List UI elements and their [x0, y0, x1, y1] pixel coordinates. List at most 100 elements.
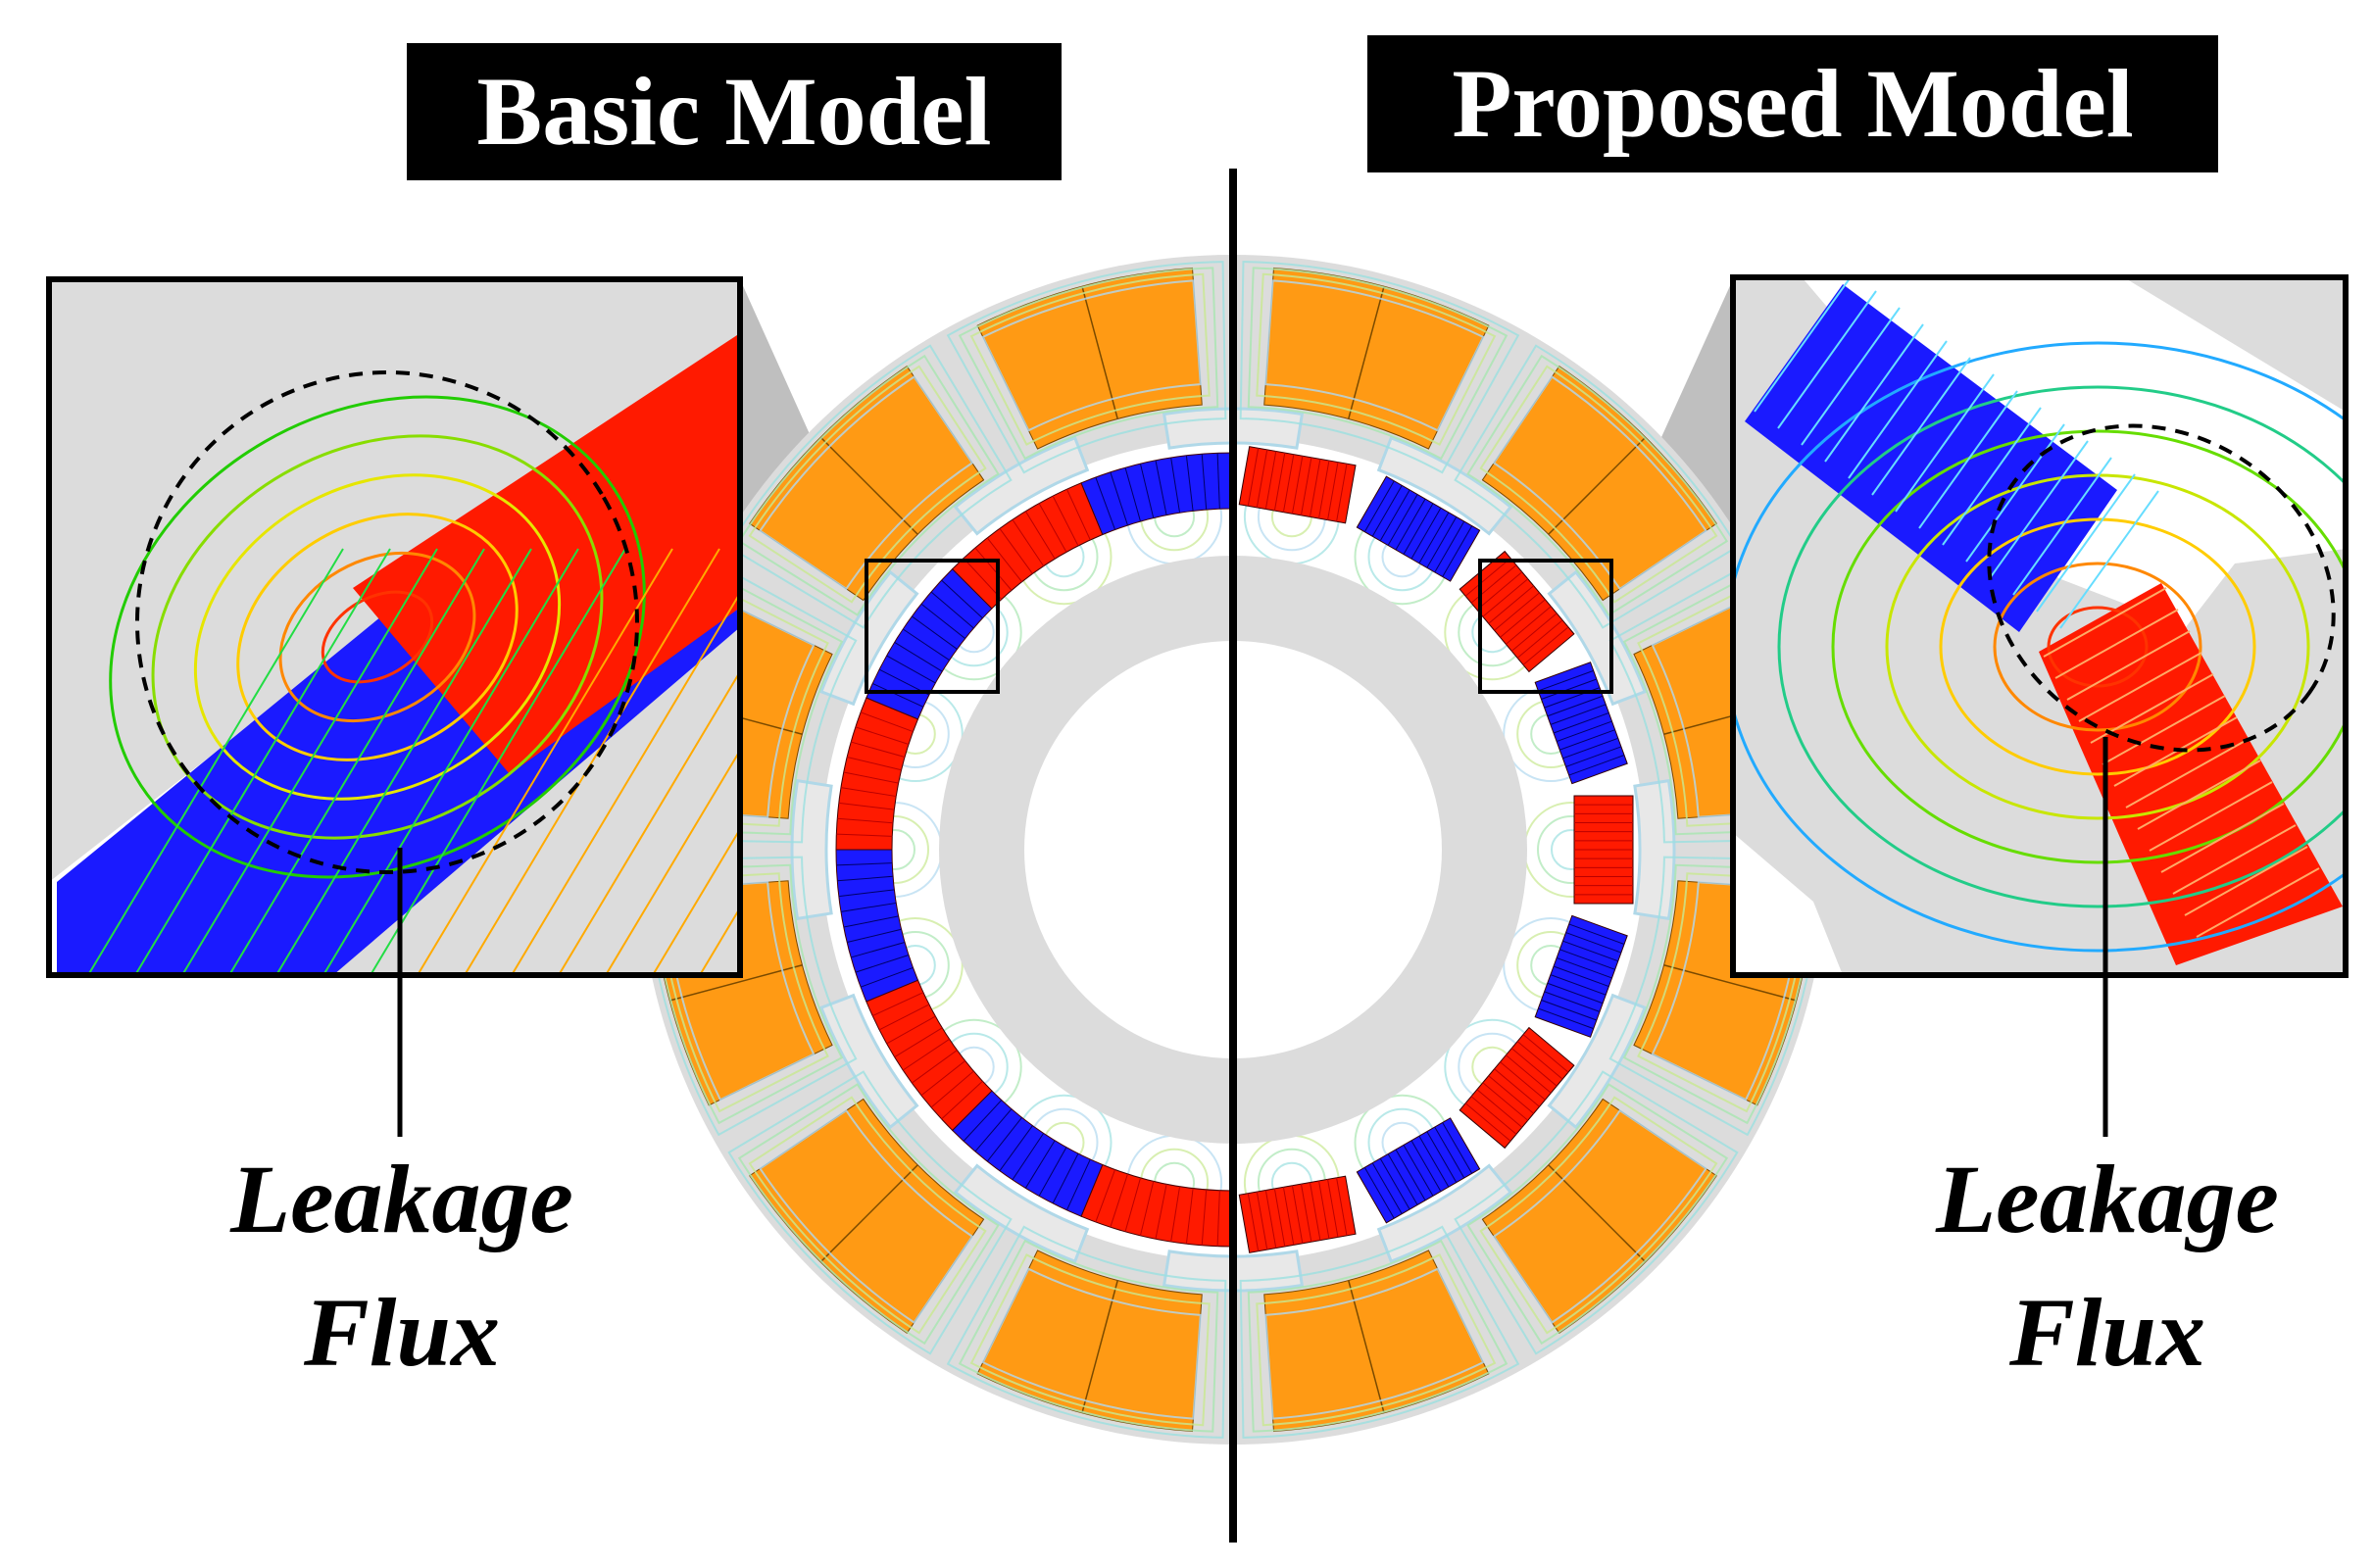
magnet-hatch	[1282, 1187, 1295, 1246]
magnet-flux-line	[2137, 760, 2261, 830]
magnet-hatch	[1506, 1054, 1552, 1094]
magnet-flux-line	[2184, 846, 2308, 916]
stator-tooth-tip	[1547, 993, 1648, 1130]
magnet-hatch	[1559, 729, 1615, 751]
magnet-flux-line	[417, 548, 673, 975]
stator-tooth-tip	[1633, 778, 1676, 921]
flux-contour	[981, 1267, 1202, 1420]
magnet-flux-line	[2196, 867, 2320, 938]
magnet-hatch	[1410, 507, 1442, 560]
leakage-flux-contour	[2047, 606, 2149, 688]
magnet-hatch	[1418, 512, 1450, 564]
magnet-hatch	[1273, 1188, 1286, 1248]
magnet-hatch	[1216, 453, 1220, 510]
magnet-hatch	[1300, 1184, 1312, 1243]
leakage-flux-contour	[1831, 429, 2346, 864]
magnet-flux-line	[511, 591, 740, 975]
magnet-hatch	[930, 591, 974, 629]
flux-contour	[737, 354, 1000, 616]
leakage-flux-region-left	[135, 370, 639, 874]
magnet-flux-line	[2160, 803, 2285, 873]
magnet-hatch	[963, 558, 1003, 600]
magnet-hatch	[1442, 525, 1473, 577]
magnet-hatch	[836, 862, 893, 866]
magnet-hatch	[1403, 503, 1434, 555]
magnet-hatch	[1516, 619, 1563, 659]
coil-divider	[819, 1164, 918, 1263]
magnet-hatch	[1565, 746, 1622, 767]
magnet-flux-line	[2113, 716, 2238, 787]
magnet-hatch	[1309, 1182, 1321, 1241]
flux-contour	[981, 279, 1202, 432]
magnet-flux-line	[2078, 652, 2202, 722]
flux-contour	[1454, 1070, 1739, 1355]
magnet-hatch	[1562, 940, 1618, 962]
magnet-flux-line	[275, 548, 532, 975]
magnet-hatch	[1170, 457, 1181, 514]
flux-contour	[727, 344, 1013, 629]
coil-divider	[1548, 1164, 1647, 1263]
magnet-hatch	[1110, 471, 1128, 526]
magnet-hatch	[1264, 451, 1277, 510]
magnet-hatch	[1327, 1179, 1339, 1238]
magnet-hatch	[837, 875, 894, 882]
magnet-hatch	[1291, 1185, 1304, 1244]
magnet-hatch	[1024, 511, 1056, 560]
magnet-hatch	[1434, 1126, 1465, 1179]
magnet-hatch	[963, 1100, 1003, 1142]
magnet-flux-line	[2149, 781, 2273, 852]
magnet-hatch	[1256, 449, 1268, 509]
magnet-hatch	[1500, 599, 1546, 638]
flux-contour	[759, 375, 974, 591]
magnet-hatch	[1556, 956, 1612, 979]
flux-contour	[946, 261, 1227, 474]
magnet-hatch	[902, 1038, 950, 1071]
magnet-hatch	[1559, 949, 1615, 970]
magnet-flux-line	[652, 827, 740, 975]
magnet-flux-line	[2172, 824, 2297, 895]
stator-tooth-tip	[953, 435, 1090, 536]
magnet-hatch	[912, 615, 958, 650]
magnet-hatch	[1247, 1193, 1260, 1251]
magnet-hatch	[1516, 1041, 1563, 1080]
magnet-flux-line	[464, 548, 720, 975]
magnet-hatch	[886, 1015, 936, 1045]
magnet-hatch	[847, 756, 902, 771]
magnet-flux-line	[1824, 323, 1924, 463]
magnet-hatch	[1282, 454, 1295, 513]
magnet-hatch	[1327, 462, 1339, 520]
stator-tooth-tip	[1376, 1163, 1513, 1264]
magnet-flux-line	[2036, 473, 2136, 612]
flux-contour	[759, 1108, 974, 1324]
magnet-hatch	[1012, 1133, 1045, 1181]
magnet-flux-line	[1848, 340, 1948, 479]
leakage-label-right: Leakage	[1936, 1145, 2279, 1253]
magnet-hatch	[1538, 669, 1594, 692]
magnet-hatch	[1494, 592, 1540, 631]
flux-contour	[1264, 1267, 1485, 1420]
leakage-flux-contour	[1733, 341, 2346, 953]
leakage-flux-contour	[1939, 517, 2256, 776]
magnet-hatch	[1185, 1188, 1194, 1245]
magnet-hatch	[840, 787, 897, 798]
magnet-flux-line	[87, 548, 344, 975]
magnet-hatch	[1395, 1149, 1426, 1201]
magnet-hatch	[1170, 1186, 1181, 1243]
flux-contour	[1256, 272, 1497, 446]
magnet-hatch	[1553, 711, 1609, 734]
flux-contour	[1466, 354, 1729, 616]
magnet-hatch	[920, 1060, 966, 1097]
proposed-model-title: Proposed Model	[1367, 35, 2218, 172]
magnet-hatch	[1494, 1068, 1540, 1107]
proposed-model-magnets	[1238, 446, 1634, 1253]
magnet-hatch	[1556, 720, 1612, 743]
coil-divider	[1081, 1280, 1118, 1413]
flux-contour	[1264, 279, 1485, 432]
magnet-hatch	[1185, 455, 1194, 512]
magnet-flux-line	[1989, 440, 2089, 579]
magnet-hatch	[847, 928, 902, 944]
magnet-hatch	[1568, 755, 1625, 776]
magnet-hatch	[1291, 456, 1304, 514]
coil-divider	[1548, 436, 1647, 535]
magnet-hatch	[1318, 460, 1330, 519]
